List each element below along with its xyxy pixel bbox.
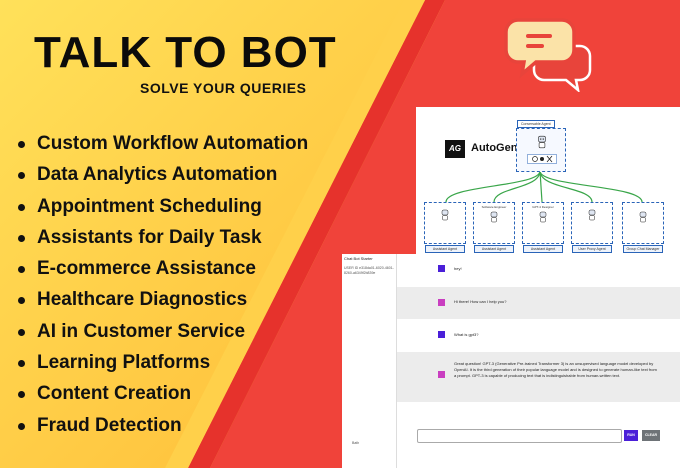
agent-tag: Assistant Agent: [425, 245, 465, 253]
feature-item: Assistants for Daily Task: [16, 224, 308, 255]
autogen-logo: AG: [445, 140, 465, 158]
feature-item: Data Analytics Automation: [16, 161, 308, 192]
bot-avatar-icon: [438, 299, 445, 306]
autogen-diagram: AG AutoGen Conversable Agent Software En…: [416, 107, 680, 254]
feature-list: Custom Workflow Automation Data Analytic…: [16, 130, 308, 443]
tools-icon: [527, 154, 557, 164]
agent-box: Software Engineer: [473, 202, 515, 244]
feature-item: Learning Platforms: [16, 349, 308, 380]
robot-icon: [539, 211, 547, 223]
bullet-icon: [18, 234, 25, 242]
chat-message: Hi there! How can I help you?: [397, 287, 680, 319]
robot-icon: [538, 135, 546, 149]
feature-item: Appointment Scheduling: [16, 193, 308, 224]
agent-box: [424, 202, 466, 244]
chat-input[interactable]: [417, 429, 622, 443]
feature-item: AI in Customer Service: [16, 318, 308, 349]
conversable-agent-label: Conversable Agent: [517, 120, 555, 128]
agent-box: GPT-4 Designer: [522, 202, 564, 244]
bullet-icon: [18, 360, 25, 368]
bullet-icon: [18, 297, 25, 305]
robot-icon: [490, 211, 498, 223]
bullet-icon: [18, 391, 25, 399]
bullet-icon: [18, 203, 25, 211]
chat-window: Chat Bot Starter USER ID e318da01-6020-4…: [342, 254, 680, 468]
conversable-agent-box: [516, 128, 566, 172]
chat-message: Great question! GPT-3 (Generative Pre-tr…: [397, 352, 680, 402]
robot-icon: [639, 211, 647, 223]
bullet-icon: [18, 328, 25, 336]
autogen-name: AutoGen: [471, 142, 518, 154]
sidebar-title: Chat Bot Starter: [344, 256, 373, 261]
page-subtitle: SOLVE YOUR QUERIES: [140, 80, 307, 96]
user-avatar-icon: [438, 331, 445, 338]
agent-tag: User Proxy Agent: [572, 245, 612, 253]
feature-item: Fraud Detection: [16, 412, 308, 443]
agent-box: [571, 202, 613, 244]
robot-icon: [588, 209, 596, 221]
agent-box: [622, 202, 664, 244]
feature-item: Custom Workflow Automation: [16, 130, 308, 161]
clear-button[interactable]: CLEAR: [642, 430, 660, 441]
chat-message: What is gpt3?: [397, 319, 680, 352]
run-button[interactable]: RUN: [624, 430, 638, 441]
feature-item: Healthcare Diagnostics: [16, 286, 308, 317]
user-avatar-icon: [438, 265, 445, 272]
chat-message: hey!: [397, 254, 680, 287]
chat-bubbles-icon: [504, 18, 592, 92]
feature-item: E-commerce Assistance: [16, 255, 308, 286]
bullet-icon: [18, 422, 25, 430]
feature-item: Content Creation: [16, 380, 308, 411]
agent-tag: Group Chat Manager: [623, 245, 663, 253]
bot-avatar-icon: [438, 371, 445, 378]
page-title: TALK TO BOT: [34, 28, 337, 77]
session-id: USER ID e318da01-6020-4601-8260-a6349f2b…: [344, 266, 394, 275]
bullet-icon: [18, 141, 25, 148]
diagram-arrows: [445, 170, 643, 203]
agent-tag: Assistant Agent: [523, 245, 563, 253]
sidebar-footer: Bath: [352, 441, 360, 445]
robot-icon: [441, 209, 449, 221]
bullet-icon: [18, 172, 25, 180]
chat-sidebar: Chat Bot Starter USER ID e318da01-6020-4…: [342, 254, 397, 468]
agent-tag: Assistant Agent: [474, 245, 514, 253]
bullet-icon: [18, 266, 25, 274]
